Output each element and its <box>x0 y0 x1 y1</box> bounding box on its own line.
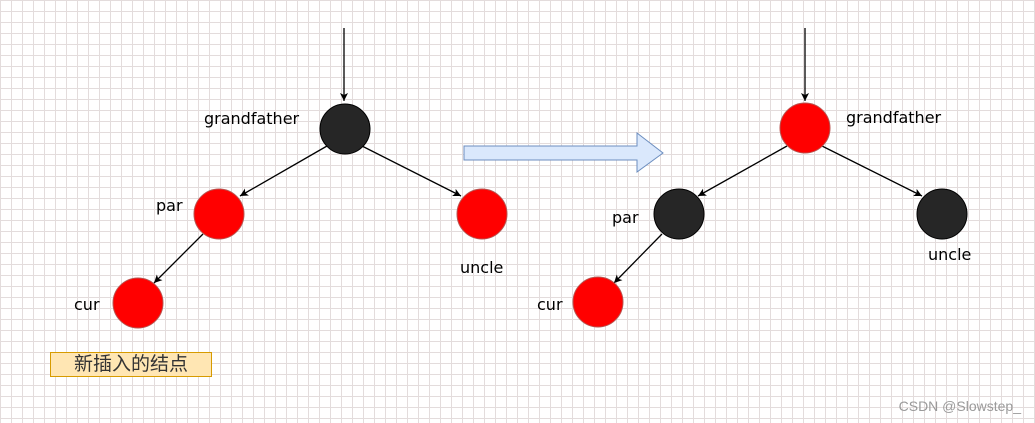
uncle-node-before <box>456 188 508 240</box>
par-label-before: par <box>156 196 183 215</box>
tree-after <box>572 28 968 328</box>
edge-par-to-cur-before <box>153 233 204 284</box>
edge-par-to-cur-after <box>613 233 663 284</box>
edge-grandfather-to-par-before <box>239 145 328 197</box>
par-node-after <box>653 188 705 240</box>
grandfather-node-after <box>779 102 831 154</box>
cur-label-before: cur <box>74 295 100 314</box>
uncle-label-before: uncle <box>460 258 504 277</box>
grandfather-label-after: grandfather <box>846 108 942 127</box>
watermark: CSDN @Slowstep_ <box>898 398 1021 414</box>
edge-grandfather-to-uncle-before <box>361 145 462 197</box>
edge-grandfather-to-par-after <box>697 145 788 197</box>
cur-label-after: cur <box>537 295 563 314</box>
new-node-note: 新插入的结点 <box>50 352 212 377</box>
uncle-node-after <box>916 188 968 240</box>
grandfather-label-before: grandfather <box>204 109 300 128</box>
transition-arrow <box>463 131 664 173</box>
cur-node-before <box>112 277 164 329</box>
grandfather-node-before <box>319 103 371 155</box>
edge-grandfather-to-uncle-after <box>821 145 923 197</box>
cur-node-after <box>572 276 624 328</box>
par-node-before <box>193 188 245 240</box>
right-arrow-icon <box>463 131 664 173</box>
uncle-label-after: uncle <box>928 245 972 264</box>
tree-before <box>112 28 508 329</box>
par-label-after: par <box>612 208 639 227</box>
